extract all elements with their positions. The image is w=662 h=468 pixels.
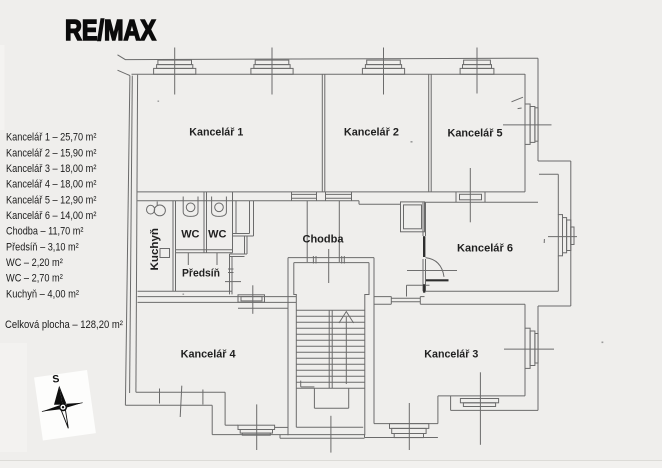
svg-text:Celková plocha – 128,20 m²: Celková plocha – 128,20 m²: [5, 319, 123, 331]
svg-text:Kancelář 5 – 12,90 m²: Kancelář 5 – 12,90 m²: [6, 194, 97, 206]
svg-text:Kancelář 3: Kancelář 3: [424, 349, 478, 361]
svg-text:Kuchyň: Kuchyň: [149, 228, 161, 271]
svg-text:WC – 2,20 m²: WC – 2,20 m²: [6, 257, 63, 269]
svg-text:Kancelář 1 – 25,70 m²: Kancelář 1 – 25,70 m²: [6, 132, 97, 144]
svg-text:Chodba: Chodba: [303, 233, 345, 245]
svg-text:Kancelář 5: Kancelář 5: [448, 128, 503, 140]
svg-text:Kancelář 6: Kancelář 6: [457, 242, 513, 254]
svg-text:Kuchyň – 4,00 m²: Kuchyň – 4,00 m²: [6, 288, 79, 300]
svg-text:Kancelář 4 – 18,00 m²: Kancelář 4 – 18,00 m²: [6, 179, 97, 191]
svg-text:Kancelář 4: Kancelář 4: [181, 349, 237, 361]
svg-text:WC: WC: [208, 228, 226, 240]
svg-text:WC – 2,70 m²: WC – 2,70 m²: [6, 273, 63, 285]
svg-text:WC: WC: [181, 228, 199, 240]
svg-text:Kancelář 1: Kancelář 1: [189, 127, 243, 139]
svg-text:Chodba – 11,70 m²: Chodba – 11,70 m²: [6, 226, 84, 238]
svg-text:Kancelář 2: Kancelář 2: [344, 127, 399, 139]
svg-text:Kancelář 2 – 15,90 m²: Kancelář 2 – 15,90 m²: [6, 147, 97, 159]
svg-text:Předsíň: Předsíň: [182, 268, 220, 280]
svg-text:S: S: [52, 374, 60, 386]
svg-text:Kancelář 6 – 14,00 m²: Kancelář 6 – 14,00 m²: [6, 210, 97, 222]
svg-text:Kancelář 3 – 18,00 m²: Kancelář 3 – 18,00 m²: [6, 163, 97, 175]
svg-text:RE/MAX: RE/MAX: [65, 15, 157, 47]
svg-text:Předsíň – 3,10 m²: Předsíň – 3,10 m²: [6, 241, 79, 253]
